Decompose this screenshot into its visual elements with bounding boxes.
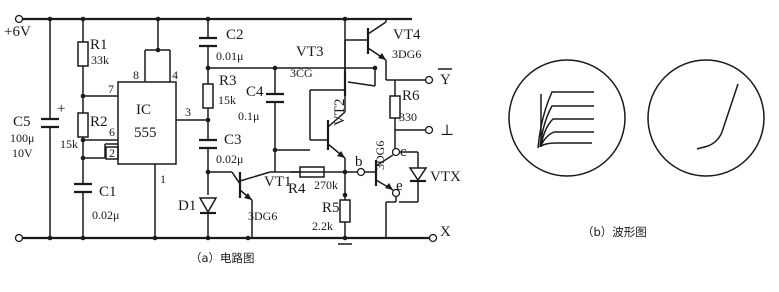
vt4-type: 3DG6	[392, 47, 421, 61]
ic-pin-1: 1	[160, 172, 166, 186]
r6-label: R6	[402, 88, 420, 104]
ground-output: ⊥	[395, 123, 454, 139]
capacitor-c3: C3 0.02μ	[199, 132, 243, 195]
ground-rail	[14, 233, 430, 243]
ground-terminal	[424, 125, 434, 135]
transistor-vt3: VT3 3CG	[290, 44, 376, 140]
capacitor-c1: C1 0.02μ	[74, 182, 119, 238]
x-label: X	[440, 224, 451, 240]
ic-type: 555	[134, 125, 157, 141]
vt1-type: 3DG6	[248, 209, 277, 223]
e-label: e	[396, 178, 403, 194]
capacitor-c2: C2 0.01μ	[199, 19, 244, 68]
ic-pin-6: 6	[109, 125, 115, 139]
c2-label: C2	[226, 27, 244, 43]
waveform-caption: （b）波形图	[582, 225, 647, 239]
resistor-r6: R6 330	[389, 80, 420, 130]
r1-value: 33k	[91, 53, 109, 67]
ic-pin-7: 7	[108, 82, 114, 96]
supply-label: +6V	[4, 24, 31, 40]
waveform-family-curves	[508, 59, 626, 177]
resistor-r3: R3 15k	[202, 68, 237, 140]
ic-pin-3: 3	[185, 105, 191, 119]
c1-value: 0.02μ	[92, 208, 119, 222]
vt1-label: VT1	[264, 174, 292, 190]
r3-value: 15k	[218, 93, 236, 107]
vt3-label: VT3	[296, 44, 324, 60]
c2-value: 0.01μ	[216, 49, 243, 63]
resistor-r4: R4 270k	[274, 150, 338, 197]
resistor-r1: R1 33k	[77, 19, 109, 96]
r1-label: R1	[90, 37, 108, 53]
ic-pin-2: 2	[109, 146, 115, 160]
c3-label: C3	[224, 132, 242, 148]
capacitor-c4: C4 0.1μ	[238, 68, 284, 153]
c5-label: C5	[13, 114, 31, 130]
scope-screen-left	[508, 59, 626, 177]
vt3-type: 3CG	[290, 66, 313, 80]
diode-curve	[696, 83, 739, 150]
capacitor-c5: + C5 100μ 10V	[10, 19, 65, 238]
ic-pin-8: 8	[133, 68, 139, 82]
r2-label: R2	[90, 114, 108, 130]
resistor-r2: R2 15k	[60, 96, 108, 184]
r4-value: 270k	[314, 178, 338, 192]
r4-label: R4	[288, 181, 306, 197]
vt2-label: VT2	[332, 99, 348, 127]
transistor-vtx: b c e VTX	[345, 130, 461, 238]
c5-voltage: 10V	[12, 146, 33, 160]
ground-left-terminal	[14, 233, 24, 243]
vt4-label: VT4	[393, 27, 421, 43]
waveform-diode-curve	[647, 59, 765, 177]
c4-label: C4	[246, 84, 264, 100]
d1-label: D1	[178, 198, 196, 214]
vtx-label: VTX	[430, 169, 461, 185]
r3-label: R3	[219, 73, 237, 89]
y-terminal	[424, 75, 434, 85]
diode-d1: D1	[178, 197, 218, 238]
transistor-vt2: VT2 3DG6	[275, 96, 387, 172]
ic-pin-4: 4	[172, 68, 178, 82]
c3-value: 0.02μ	[216, 152, 243, 166]
y-label: Y	[440, 72, 451, 88]
x-terminal	[428, 233, 438, 243]
ground-label: ⊥	[440, 123, 454, 139]
r5-value: 2.2k	[312, 219, 333, 233]
transistor-vt4: VT4 3DG6	[345, 19, 421, 81]
c1-label: C1	[99, 184, 117, 200]
curve-1	[537, 91, 594, 149]
c5-polarity: +	[57, 101, 65, 117]
curve-5	[540, 142, 592, 147]
r6-value: 330	[399, 110, 417, 124]
c5-value: 100μ	[10, 131, 34, 145]
ic-body	[117, 81, 177, 165]
supply-terminal	[14, 14, 24, 24]
ic-555: IC 555 8 4 7 6 2 3 1	[83, 16, 208, 238]
c-terminal	[391, 147, 401, 157]
e-terminal	[391, 188, 401, 198]
curve-4	[540, 131, 594, 147]
circuit-caption: （a）电路图	[190, 251, 255, 265]
ic-name: IC	[136, 102, 151, 118]
b-label: b	[355, 154, 363, 170]
r5-label: R5	[322, 200, 340, 216]
scope-screen-right	[647, 59, 765, 177]
x-output: X	[428, 224, 451, 243]
c4-value: 0.1μ	[238, 109, 259, 123]
r2-value: 15k	[60, 137, 78, 151]
transistor-vt1: VT1 3DG6	[208, 171, 345, 238]
resistor-r5: R5 2.2k	[312, 172, 352, 245]
y-output: Y	[395, 68, 452, 88]
